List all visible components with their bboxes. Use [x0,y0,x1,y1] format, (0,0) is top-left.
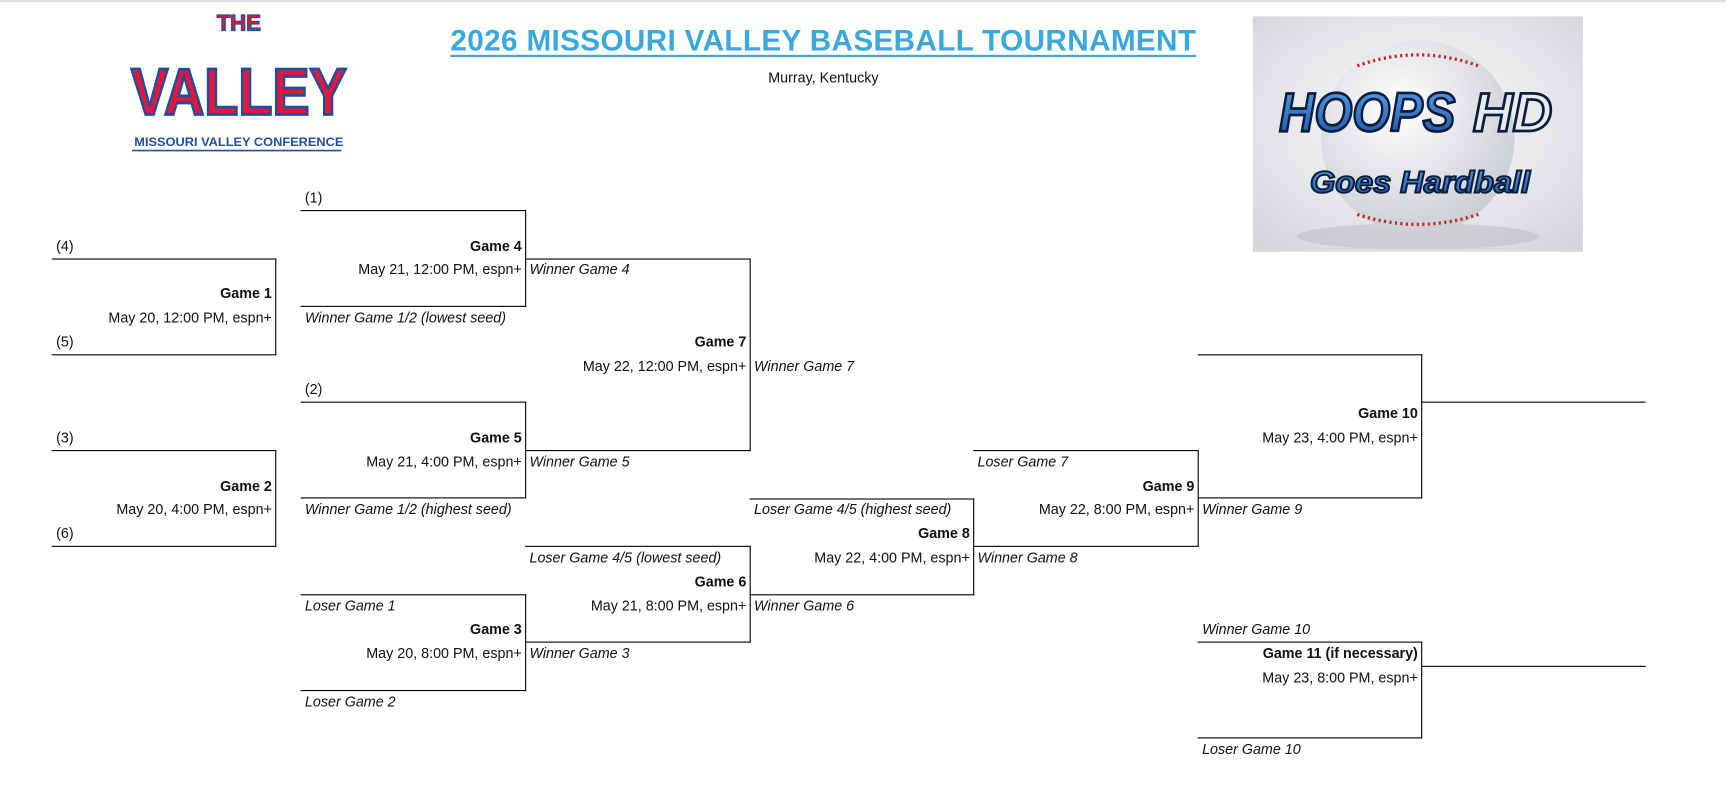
game-title: Game 6 [694,573,747,590]
seed-label: (4) [56,237,74,254]
champion-line-g11 [1421,665,1646,667]
game-time: May 22, 12:00 PM, espn+ [582,357,747,374]
game-time: May 23, 4:00 PM, espn+ [1262,429,1418,446]
slot-label: Loser Game 1 [304,597,396,614]
slot-label: Winner Game 5 [529,453,630,470]
svg-text:VALLEY: VALLEY [131,54,347,128]
game-time: May 20, 12:00 PM, espn+ [108,309,272,326]
game-title: Game 10 [1358,405,1418,422]
slot-label: Winner Game 10 [1202,621,1311,638]
slot-label: Winner Game 3 [529,645,630,662]
slot-label: Winner Game 9 [1202,501,1303,518]
game-time: May 23, 8:00 PM, espn+ [1262,669,1418,686]
game-title: Game 7 [694,333,747,350]
slot-label: Winner Game 6 [754,597,855,614]
slot-label: Loser Game 2 [304,693,396,710]
slot-label: Winner Game 7 [754,357,855,374]
location: Murray, Kentucky [768,69,879,86]
svg-text:Goes Hardball: Goes Hardball [1310,164,1532,199]
slot-label: Loser Game 10 [1202,741,1301,758]
game-time: May 21, 12:00 PM, espn+ [358,261,522,278]
bracket-line-g11 [1197,641,1423,739]
champion-line-g10 [1421,401,1646,404]
bracket-line-g10 [1197,353,1423,499]
seed-label: (1) [304,189,323,206]
game-title: Game 1 [220,285,272,302]
bracket-line-g2 [51,449,277,547]
game-title: Game 8 [918,525,970,542]
valley-logo: THE VALLEY MISSOURI VALLEY CONFERENCE [130,10,348,152]
svg-text:HD: HD [1473,81,1552,143]
slot-label: Loser Game 4/5 (lowest seed) [529,549,722,566]
hoopshd-logo: HOOPS HD Goes Hardball [1252,16,1583,252]
game-time: May 21, 8:00 PM, espn+ [590,597,747,614]
seed-label: (3) [56,429,74,446]
seed-label: (5) [56,333,74,350]
game-time: May 20, 8:00 PM, espn+ [366,645,522,662]
game-title: Game 4 [470,237,522,254]
game-title: Game 11 (if necessary) [1262,645,1418,662]
game-title: Game 5 [470,429,522,446]
seed-label: (2) [304,381,323,398]
game-time: May 22, 4:00 PM, espn+ [814,549,970,566]
bracket-line-g7 [525,257,751,452]
slot-label: Winner Game 4 [529,261,630,278]
slot-label: Winner Game 8 [977,549,1078,566]
game-title: Game 3 [470,621,522,638]
slot-label: Loser Game 4/5 (highest seed) [754,501,952,518]
slot-label: Loser Game 7 [977,453,1069,470]
slot-label: Winner Game 1/2 (highest seed) [304,501,512,518]
bracket-line-g1 [51,257,277,356]
seed-label: (6) [56,525,74,542]
game-time: May 21, 4:00 PM, espn+ [366,453,522,470]
game-title: Game 9 [1142,477,1195,494]
slot-label: Winner Game 1/2 (lowest seed) [304,309,507,326]
page-title: 2026 MISSOURI VALLEY BASEBALL TOURNAMENT [450,24,1197,58]
svg-text:THE: THE [217,11,261,36]
game-title: Game 2 [220,477,272,494]
game-time: May 22, 8:00 PM, espn+ [1038,501,1195,518]
svg-text:MISSOURI VALLEY CONFERENCE: MISSOURI VALLEY CONFERENCE [134,135,343,149]
svg-text:HOOPS: HOOPS [1279,81,1455,143]
game-time: May 20, 4:00 PM, espn+ [116,501,272,518]
